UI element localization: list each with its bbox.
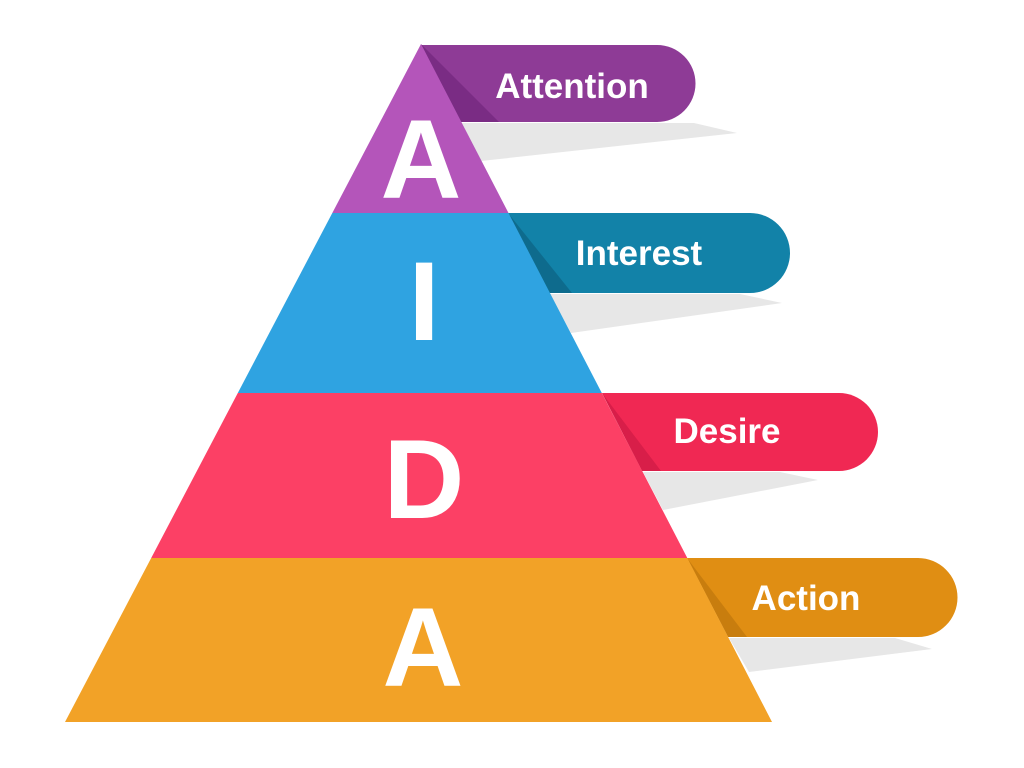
interest-tab-shadow xyxy=(550,294,782,333)
desire-tab-fold xyxy=(602,393,661,471)
desire-tab xyxy=(602,393,878,471)
tab-label-action: Action xyxy=(752,579,861,618)
action-tab-fold xyxy=(687,558,747,637)
attention-tab-shadow xyxy=(462,123,737,161)
tab-label-attention: Attention xyxy=(495,67,649,106)
pyramid-tier-attention xyxy=(332,44,509,213)
tab-label-desire: Desire xyxy=(673,412,780,451)
attention-tab-fold xyxy=(421,44,499,122)
pyramid-tier-interest xyxy=(237,213,602,393)
tier-letter-interest: I xyxy=(408,239,439,364)
pyramid-tier-desire xyxy=(151,393,688,558)
tier-letter-attention: A xyxy=(381,97,462,222)
interest-tab xyxy=(508,213,790,293)
tier-letter-action: A xyxy=(383,585,464,710)
attention-tab xyxy=(421,45,696,122)
action-tab-shadow xyxy=(729,638,932,672)
action-tab xyxy=(687,558,958,637)
desire-tab-shadow xyxy=(643,472,818,510)
tier-letter-desire: D xyxy=(384,417,465,542)
pyramid-tier-action xyxy=(65,558,772,722)
interest-tab-fold xyxy=(508,213,572,293)
tab-label-interest: Interest xyxy=(576,234,703,273)
